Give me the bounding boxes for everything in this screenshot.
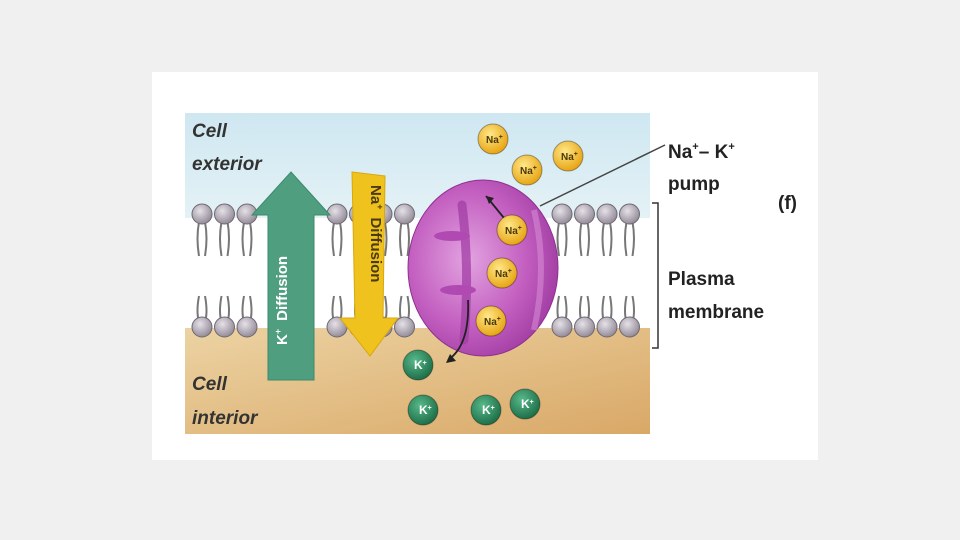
lipid-tail [556, 221, 560, 257]
potassium-ion-label: K+ [414, 358, 427, 372]
sodium-ion: Na+ [477, 123, 509, 155]
sodium-ion: Na+ [486, 257, 518, 289]
lipid-head [596, 203, 618, 225]
lipid-head [574, 316, 595, 338]
potassium-ion: K+ [470, 394, 502, 426]
lipid-head [214, 316, 235, 338]
lipid-tail [609, 221, 613, 257]
lipid-tail [339, 221, 343, 257]
lipid-tail [579, 221, 583, 257]
lipid-head [191, 316, 213, 338]
lipid-head [394, 316, 415, 338]
k-diffusion-arrow: K+Diffusion [250, 171, 332, 381]
na-diffusion-arrow: Na+Diffusion [338, 171, 399, 357]
lipid-head [619, 316, 640, 338]
panel-label: (f) [778, 193, 797, 214]
sodium-ion: Na+ [552, 140, 584, 172]
sodium-ion-label: Na+ [495, 268, 512, 280]
lipid-head [191, 203, 213, 225]
lipid-tail [406, 221, 410, 257]
exterior-label-line1: Cell [192, 121, 228, 142]
interior-label-line2: interior [192, 408, 259, 429]
interior-label-line1: Cell [192, 374, 228, 395]
lipid-head [236, 316, 258, 338]
lipid-head [574, 203, 595, 225]
potassium-ion-label: K+ [482, 403, 495, 417]
lipid-tail [219, 221, 223, 257]
sodium-ions: Na+ Na+ Na+ Na+ Na+ Na+ [475, 123, 584, 337]
sodium-ion: Na+ [496, 214, 528, 246]
lipid-tail [204, 221, 208, 257]
lipid-tail [384, 221, 388, 257]
k-diffusion-label: K+Diffusion [273, 256, 291, 345]
lipid-head [394, 203, 415, 225]
pump-label-line1: Na+– K+ [668, 141, 735, 163]
potassium-ion-label: K+ [419, 403, 432, 417]
pump-label-line2: pump [668, 174, 720, 195]
lipid-tail [241, 221, 245, 257]
lipid-tail [196, 221, 200, 257]
lipid-head [619, 203, 640, 225]
lipid-tail [226, 221, 230, 257]
sodium-ion-label: Na+ [486, 134, 503, 146]
potassium-ion-label: K+ [521, 397, 534, 411]
lipid-head [214, 203, 235, 225]
sodium-ion-label: Na+ [505, 225, 522, 237]
lipid-tail [601, 221, 605, 257]
membrane-label-line1: Plasma [668, 269, 735, 290]
lipid-tail [564, 221, 568, 257]
membrane-bracket [652, 202, 659, 349]
lipid-tail [399, 221, 403, 257]
sodium-ion: Na+ [475, 305, 507, 337]
lipid-tail [331, 221, 335, 257]
pump-pointer-line [539, 144, 666, 207]
lipid-tail [624, 221, 628, 257]
lipid-tail [586, 221, 590, 257]
membrane-label-line2: membrane [668, 302, 764, 323]
lipid-tail [631, 221, 635, 257]
sodium-ion-label: Na+ [520, 165, 537, 177]
sodium-ion: Na+ [511, 154, 543, 186]
na-diffusion-label: Na+Diffusion [367, 185, 385, 282]
exterior-label-line2: exterior [192, 154, 263, 175]
potassium-ions: K+ K+ K+ K+ [402, 349, 541, 426]
lipid-tail [249, 221, 253, 257]
potassium-ion: K+ [407, 394, 439, 426]
sodium-ion-label: Na+ [561, 151, 578, 163]
lipid-head [326, 203, 348, 225]
sodium-ion-label: Na+ [484, 316, 501, 328]
lipid-head [596, 316, 618, 338]
potassium-ion: K+ [509, 388, 541, 420]
lipid-head [551, 203, 573, 225]
lipid-head [551, 316, 573, 338]
potassium-ion: K+ [402, 349, 434, 381]
